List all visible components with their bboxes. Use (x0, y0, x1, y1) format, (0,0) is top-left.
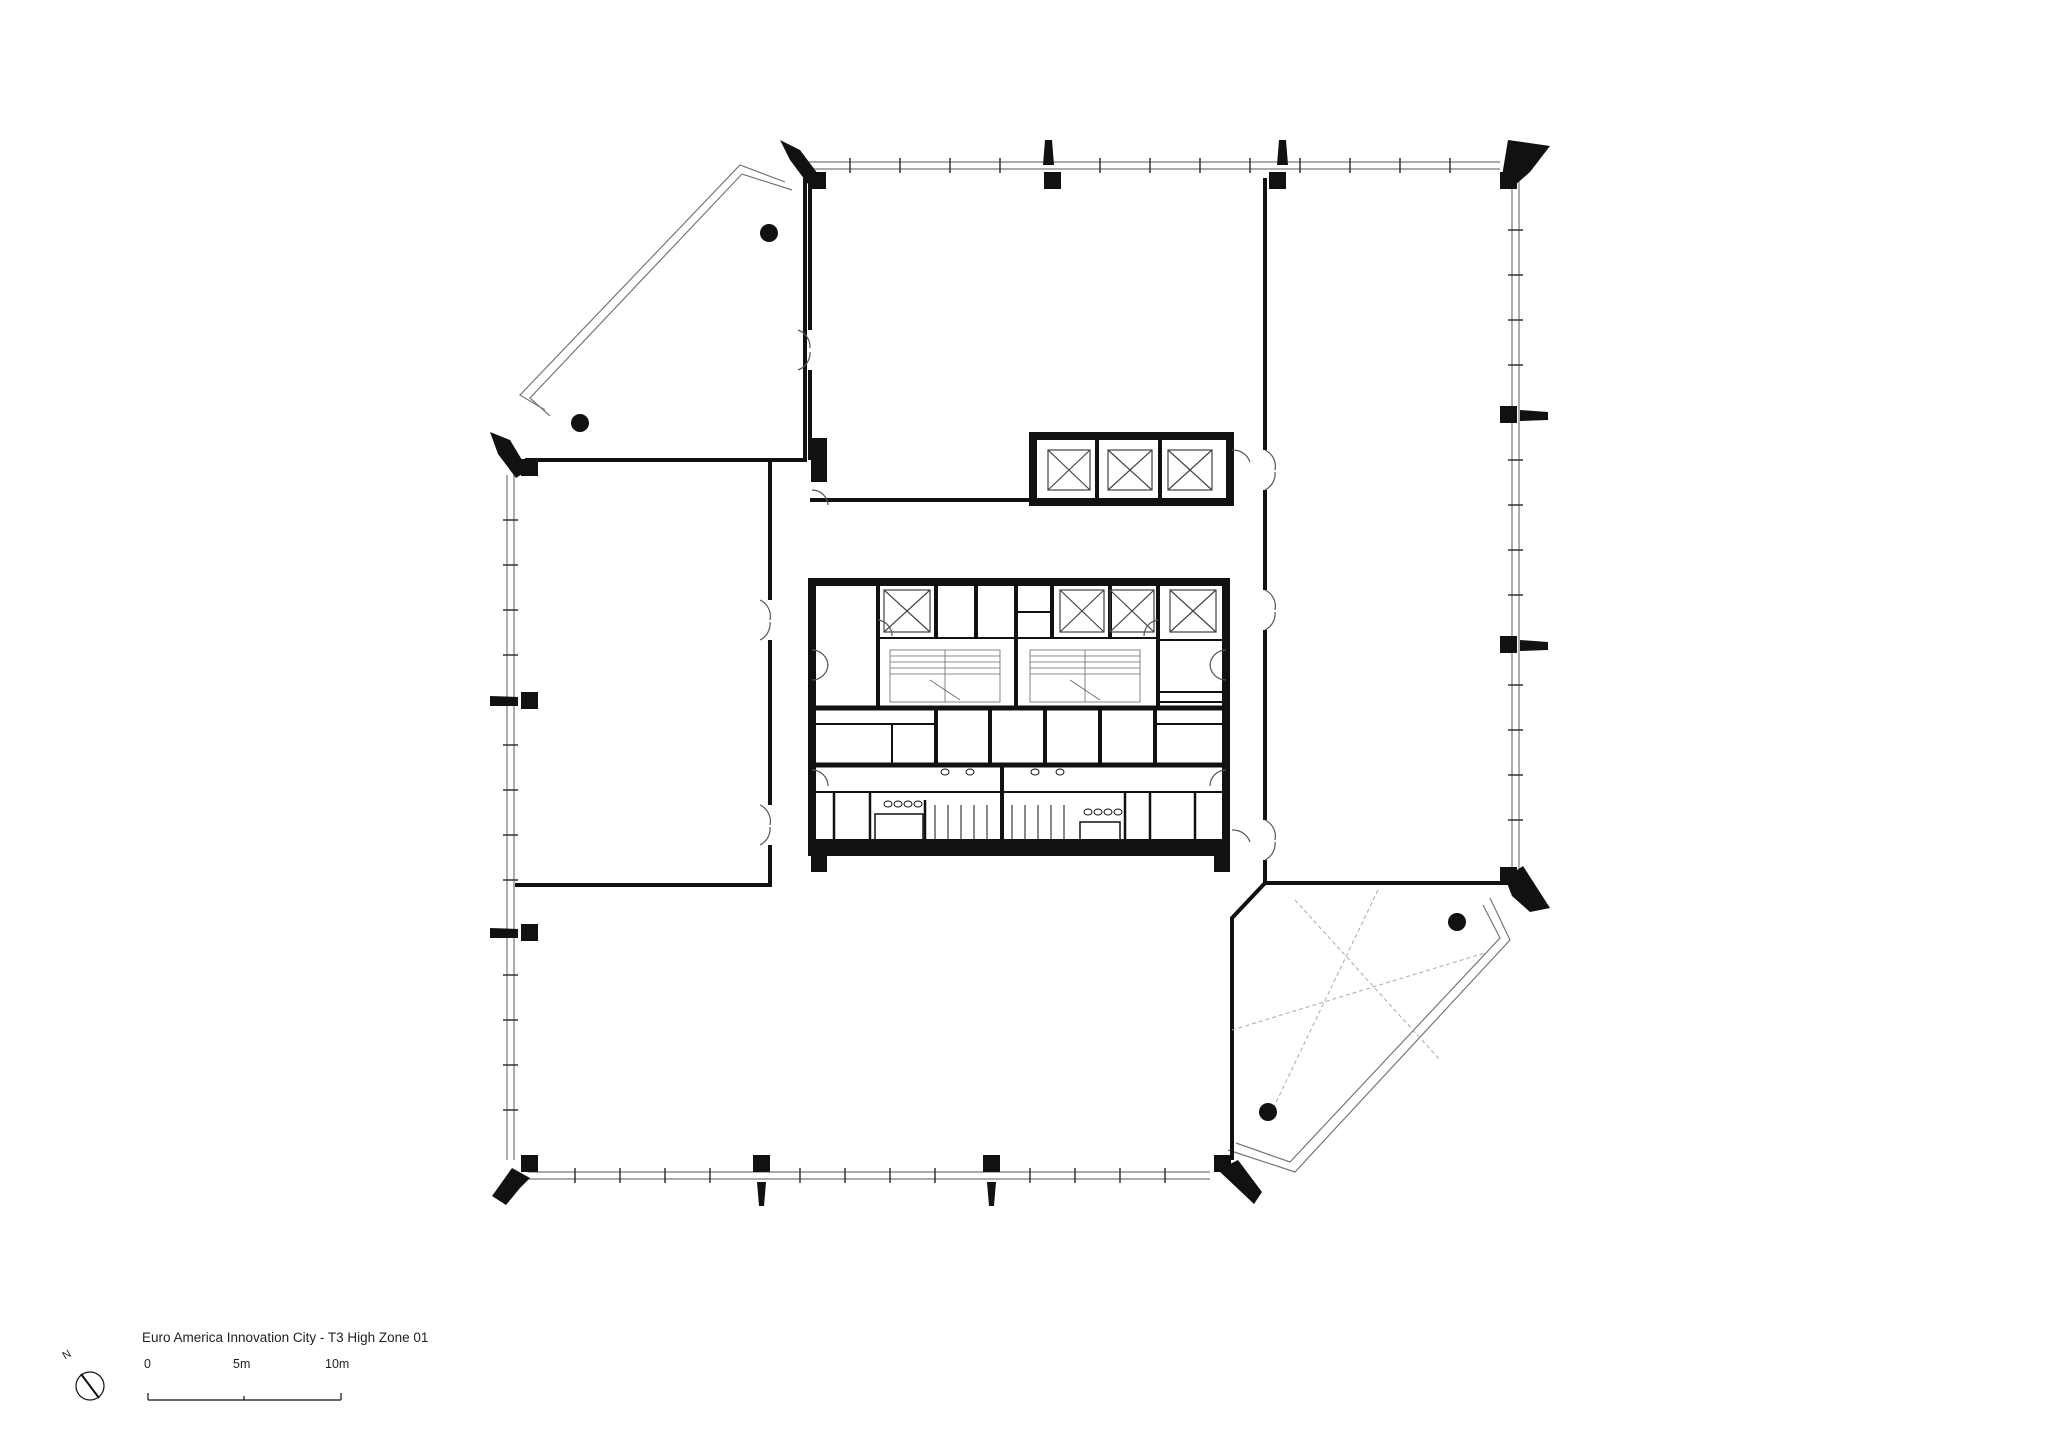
corner-fins (490, 140, 1550, 1205)
elevator-icon (1047, 449, 1213, 491)
scale-label-10m: 10m (325, 1357, 350, 1371)
scale-label-5m: 5m (233, 1357, 251, 1371)
scale-bar-icon (147, 1393, 342, 1401)
main-service-core (808, 578, 1230, 856)
facade-fins (490, 140, 1548, 1206)
mullion-ticks (503, 158, 1523, 1183)
column-icon (571, 224, 1466, 1121)
drawing-title: Euro America Innovation City - T3 High Z… (142, 1330, 429, 1345)
top-lift-core (1029, 432, 1234, 506)
elevator-icon (883, 589, 1217, 633)
void-marking (1231, 889, 1489, 1116)
partition-walls (515, 178, 1510, 1160)
stair-icon (889, 649, 1141, 703)
door-swing-icon (759, 329, 1276, 861)
scale-label-0: 0 (144, 1357, 151, 1371)
facade-glazing (506, 161, 1520, 1180)
north-arrow-icon (75, 1371, 105, 1401)
column-icon (521, 172, 1517, 1172)
